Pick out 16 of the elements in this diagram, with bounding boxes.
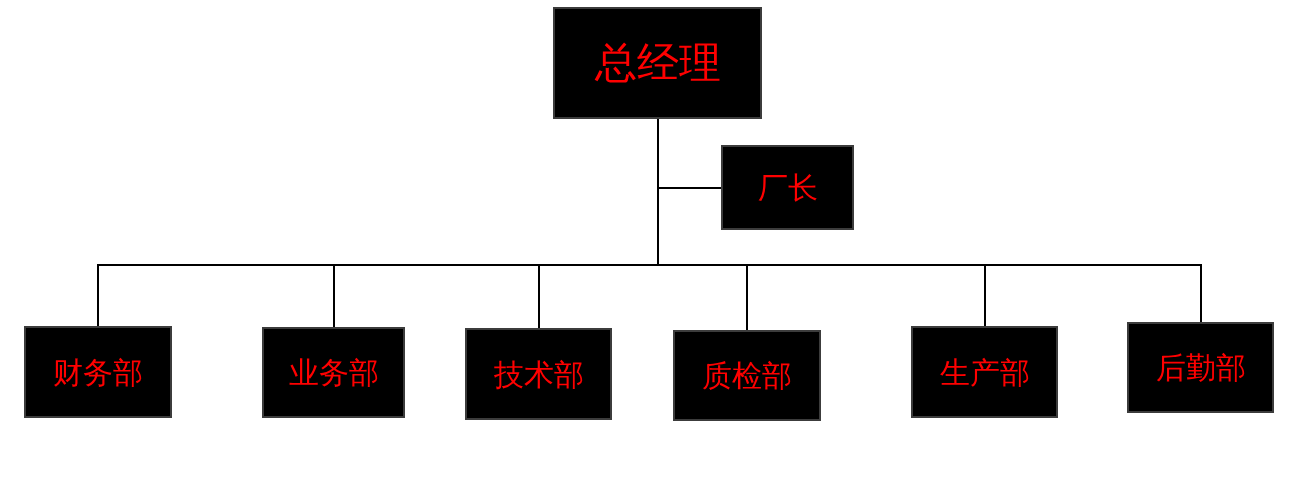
- org-box: [1127, 322, 1274, 413]
- unit-name: 质检部: [702, 359, 792, 392]
- org-box: [911, 326, 1058, 418]
- unit-name: 技术部: [493, 357, 584, 391]
- org-box: [24, 326, 172, 418]
- org-box: [465, 328, 612, 420]
- unit-name: 后勤部: [1155, 351, 1246, 384]
- unit-name: 厂长: [757, 171, 818, 204]
- org-box: [721, 145, 854, 230]
- unit-name: 财务部: [53, 355, 143, 389]
- org-box: [673, 330, 821, 421]
- unit-name: 总经理: [594, 39, 721, 87]
- unit-name: 业务部: [288, 356, 379, 389]
- org-box: [553, 7, 762, 119]
- unit-name: 生产部: [939, 355, 1030, 389]
- org-box: [262, 327, 405, 418]
